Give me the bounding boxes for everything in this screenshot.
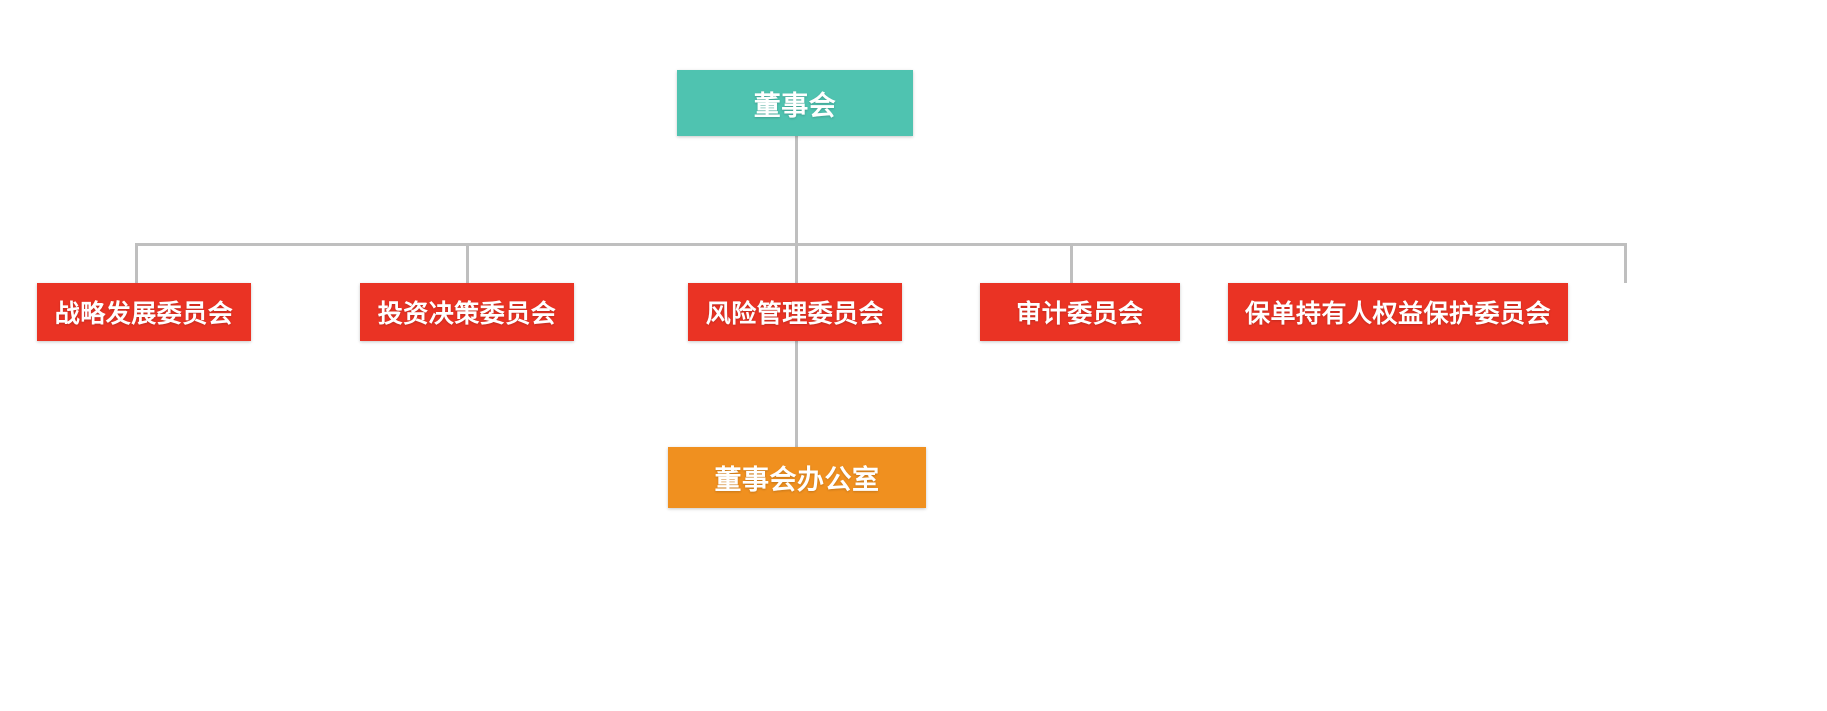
connector-risk-to-office — [795, 341, 798, 447]
node-audit-committee[interactable]: 审计委员会 — [980, 283, 1180, 341]
node-label-risk-management-committee: 风险管理委员会 — [705, 300, 885, 328]
connector-drop-risk — [795, 243, 798, 283]
node-board-office[interactable]: 董事会办公室 — [668, 447, 926, 508]
node-investment-decision-committee[interactable]: 投资决策委员会 — [360, 283, 574, 341]
node-strategy-development-committee[interactable]: 战略发展委员会 — [37, 283, 251, 341]
connector-horizontal-bus — [135, 243, 1627, 246]
node-label-board-office: 董事会办公室 — [714, 465, 880, 495]
node-label-audit-committee: 审计委员会 — [1016, 300, 1144, 328]
node-label-board-of-directors: 董事会 — [753, 90, 837, 121]
connector-drop-strategy — [135, 243, 138, 283]
node-risk-management-committee[interactable]: 风险管理委员会 — [688, 283, 902, 341]
connector-drop-audit — [1070, 243, 1073, 283]
node-label-policyholder-rights-protection-committee: 保单持有人权益保护委员会 — [1244, 300, 1551, 328]
node-board-of-directors[interactable]: 董事会 — [677, 70, 913, 136]
connector-drop-policyholder — [1624, 243, 1627, 283]
connector-drop-investment — [466, 243, 469, 283]
node-label-investment-decision-committee: 投资决策委员会 — [377, 300, 557, 328]
connector-board-stem — [795, 136, 798, 243]
node-label-strategy-development-committee: 战略发展委员会 — [54, 300, 234, 328]
node-policyholder-rights-protection-committee[interactable]: 保单持有人权益保护委员会 — [1228, 283, 1568, 341]
